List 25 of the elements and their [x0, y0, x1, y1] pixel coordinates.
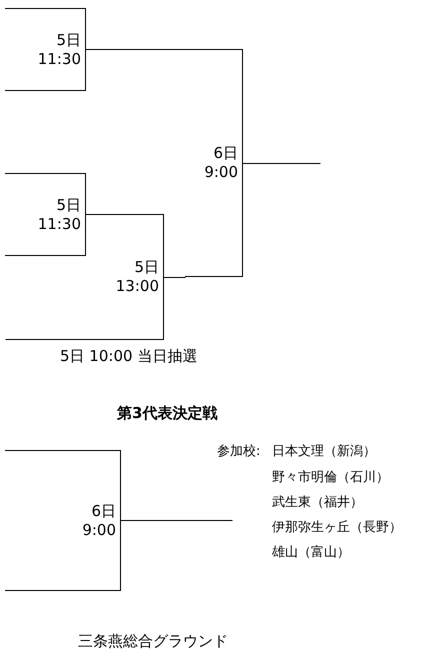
school-name: 伊那弥生ヶ丘（長野）: [272, 519, 402, 537]
schedule-note: 5日 10:00 当日抽選: [60, 347, 198, 366]
match-time: 5日 11:30: [36, 196, 81, 234]
school-name: 日本文理（新潟）: [272, 443, 376, 461]
school-name: 野々市明倫（石川）: [272, 469, 389, 487]
bracket-line: [5, 339, 111, 340]
bracket-line: [242, 163, 321, 164]
school-name: 武生東（福井）: [272, 494, 363, 512]
bracket-line: [163, 277, 186, 278]
bracket-line: [85, 49, 186, 50]
match-time: 5日 11:30: [36, 30, 81, 68]
match-time: 6日 9:00: [81, 502, 116, 540]
venue-name: 三条燕総合グラウンド: [78, 632, 228, 651]
section-heading: 第3代表決定戦: [117, 404, 218, 423]
participants-heading: 参加校:: [217, 443, 260, 461]
bracket-match: [5, 173, 86, 256]
bracket-match: [5, 450, 121, 591]
match-time: 6日 9:00: [203, 144, 238, 182]
school-name: 雄山（富山）: [272, 544, 350, 562]
match-time: 5日 13:00: [114, 258, 159, 296]
bracket-line: [120, 520, 233, 521]
bracket-match: [5, 8, 86, 91]
bracket-match: [110, 214, 164, 340]
bracket-match: [185, 49, 243, 277]
bracket-line: [85, 214, 111, 215]
